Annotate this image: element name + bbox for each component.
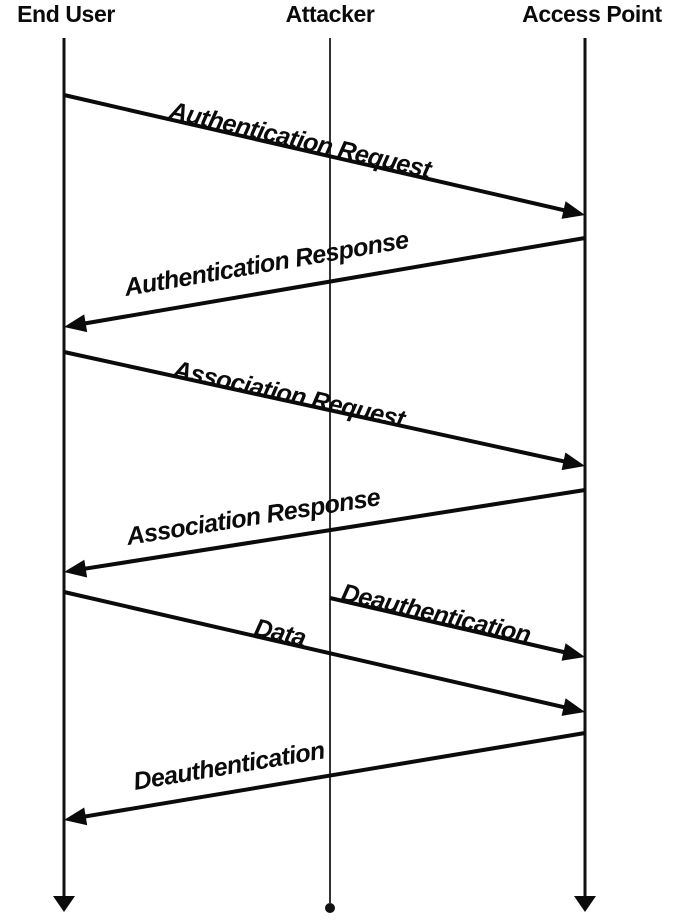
message-label-deauthentication-notice: Deauthentication bbox=[131, 736, 326, 796]
message-line-deauthentication-attack bbox=[329, 596, 569, 656]
message-label-deauthentication-attack: Deauthentication bbox=[339, 579, 534, 650]
message-line-association-request bbox=[63, 350, 569, 465]
message-line-data bbox=[63, 590, 569, 711]
actor-label-access-point: Access Point bbox=[522, 1, 662, 27]
message-arrowhead-data bbox=[561, 698, 585, 716]
lifeline-terminator-arrow-end-user bbox=[53, 896, 75, 912]
message-arrowhead-authentication-request bbox=[561, 201, 585, 219]
message-arrowhead-authentication-response bbox=[64, 314, 88, 333]
message-arrowhead-association-response bbox=[64, 559, 88, 578]
message-line-authentication-response bbox=[80, 236, 586, 327]
message-line-authentication-request bbox=[63, 93, 569, 214]
message-arrowhead-deauthentication-notice bbox=[64, 807, 88, 826]
actor-label-attacker: Attacker bbox=[286, 1, 375, 27]
messages-layer bbox=[63, 93, 586, 826]
message-label-association-request: Association Request bbox=[170, 355, 410, 434]
actor-label-end-user: End User bbox=[17, 1, 115, 27]
actor-labels-layer: End User Attacker Access Point bbox=[17, 1, 663, 27]
lifeline-terminator-dot-attacker bbox=[325, 903, 335, 913]
message-label-data: Data bbox=[252, 614, 309, 653]
message-arrowhead-association-request bbox=[561, 452, 585, 471]
message-arrowhead-deauthentication-attack bbox=[561, 643, 585, 661]
message-line-association-response bbox=[80, 488, 586, 572]
lifelines-layer bbox=[53, 38, 596, 913]
message-line-deauthentication-notice bbox=[80, 731, 586, 820]
lifeline-terminator-arrow-access-point bbox=[574, 896, 596, 912]
message-label-authentication-request: Authentication Request bbox=[166, 96, 436, 184]
